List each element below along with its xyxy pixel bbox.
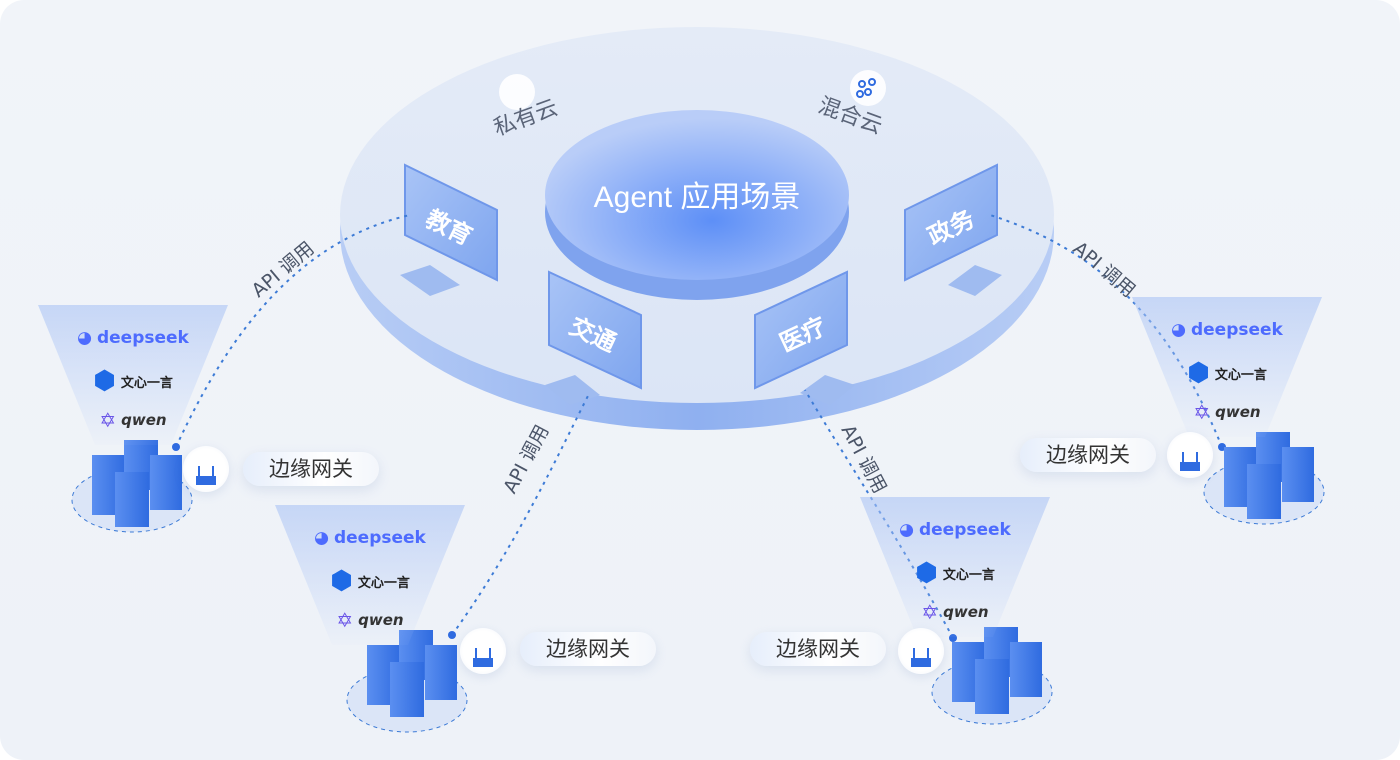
edge-node-3: ◕deepseek ⬢文心一言 ✡qwen	[860, 492, 1050, 732]
edge-node-1: ◕deepseek ⬢文心一言 ✡qwen	[38, 300, 228, 540]
center-title: Agent 应用场景	[593, 181, 801, 214]
whale-icon: ◕	[314, 528, 329, 548]
edge-gateway-label: 边缘网关	[750, 632, 886, 666]
hexagon-icon: ⬢	[915, 558, 938, 588]
hexagon-icon: ⬢	[1187, 358, 1210, 388]
whale-icon: ◕	[899, 520, 914, 540]
deepseek-logo: ◕deepseek	[77, 328, 189, 348]
qwen-star-icon: ✡	[336, 608, 354, 632]
qwen-logo: ✡qwen	[1193, 400, 1261, 424]
platform	[340, 27, 1054, 430]
monitors	[404, 163, 998, 390]
qwen-logo: ✡qwen	[99, 408, 167, 432]
wenxin-logo: ⬢文心一言	[330, 566, 410, 596]
whale-icon: ◕	[1171, 320, 1186, 340]
hexagon-icon: ⬢	[330, 566, 353, 596]
wenxin-logo: ⬢文心一言	[1187, 358, 1267, 388]
wenxin-logo: ⬢文心一言	[915, 558, 995, 588]
deepseek-logo: ◕deepseek	[1171, 320, 1283, 340]
edge-node-2: ◕deepseek ⬢文心一言 ✡qwen	[275, 500, 465, 740]
edge-gateway-label: 边缘网关	[1020, 438, 1156, 472]
wenxin-logo: ⬢文心一言	[93, 366, 173, 396]
cloud-icons	[499, 70, 886, 110]
whale-icon: ◕	[77, 328, 92, 348]
qwen-logo: ✡qwen	[921, 600, 989, 624]
qwen-logo: ✡qwen	[336, 608, 404, 632]
qwen-star-icon: ✡	[1193, 400, 1211, 424]
qwen-star-icon: ✡	[921, 600, 939, 624]
edge-node-4: ◕deepseek ⬢文心一言 ✡qwen	[1132, 292, 1322, 532]
qwen-star-icon: ✡	[99, 408, 117, 432]
hexagon-icon: ⬢	[93, 366, 116, 396]
server-clusters	[71, 432, 1325, 733]
edge-gateway-label: 边缘网关	[243, 452, 379, 486]
deepseek-logo: ◕deepseek	[314, 528, 426, 548]
edge-gateway-label: 边缘网关	[520, 632, 656, 666]
deepseek-logo: ◕deepseek	[899, 520, 1011, 540]
